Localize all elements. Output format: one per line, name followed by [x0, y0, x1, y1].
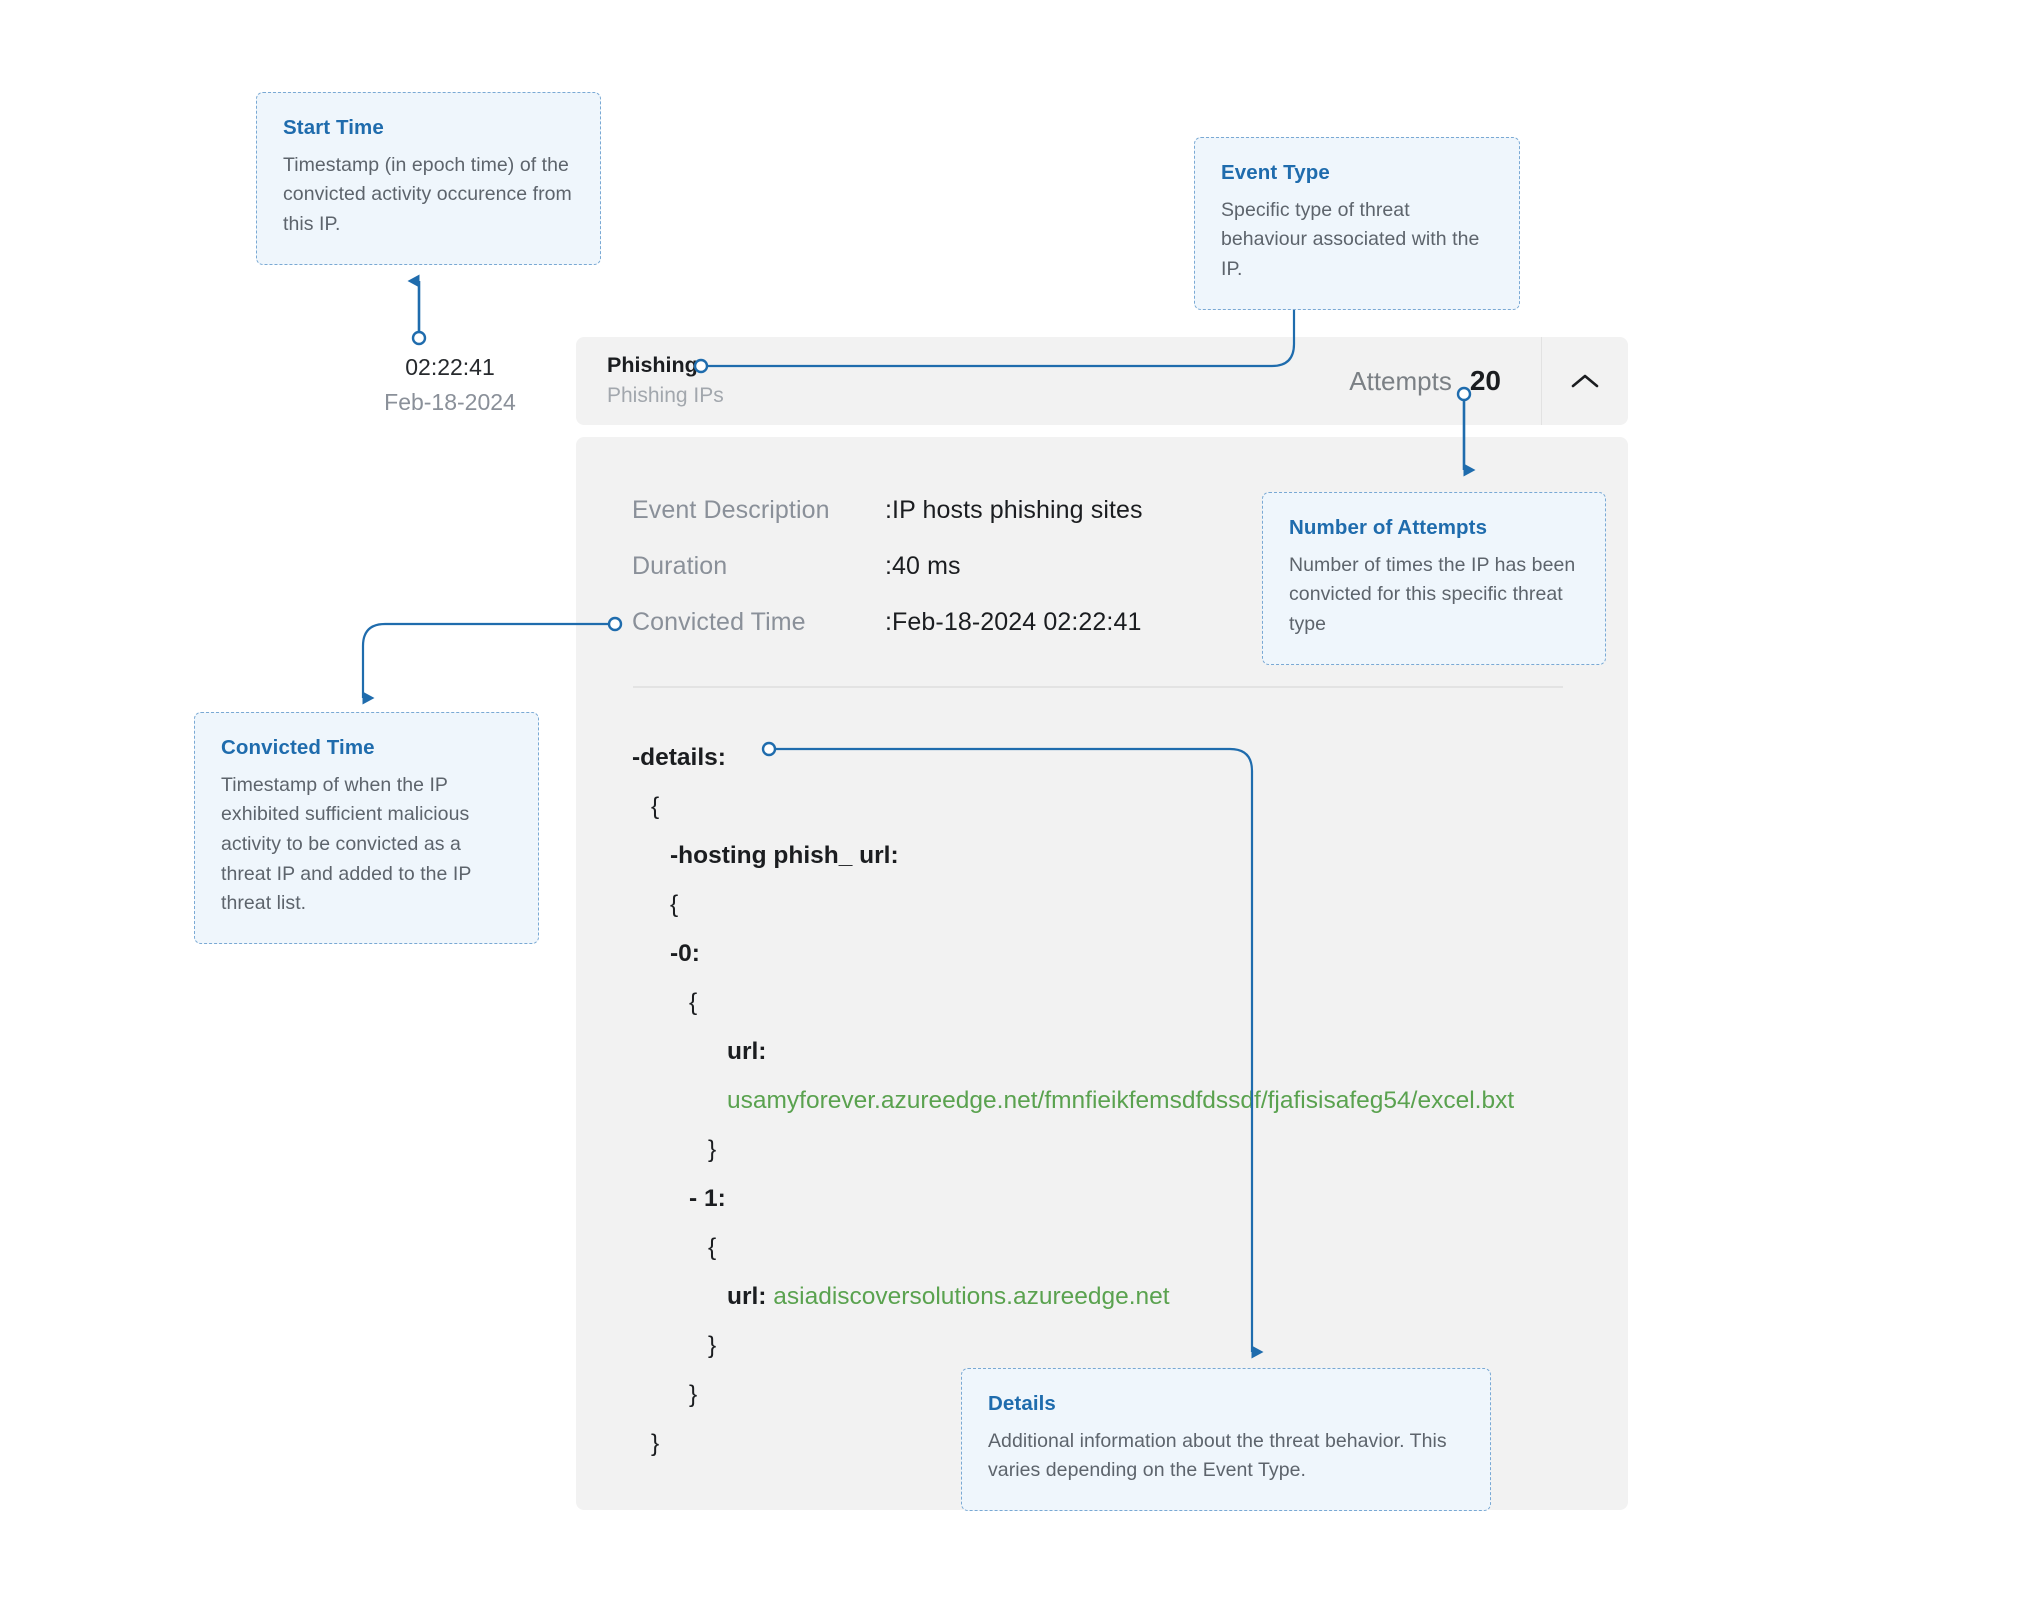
field-label: Duration	[632, 552, 728, 580]
details-tree-line: }	[632, 1419, 1592, 1468]
start-timestamp-date: Feb-18-2024	[384, 388, 516, 415]
wire-start-time	[407, 274, 427, 346]
details-tree-token: }	[708, 1136, 717, 1163]
field-value: :IP hosts phishing sites	[885, 496, 1143, 524]
callout-number-of-attempts: Number of Attempts Number of times the I…	[1262, 492, 1606, 665]
details-tree-key: url:	[727, 1283, 767, 1310]
details-tree-token: {	[670, 891, 679, 918]
section-divider	[633, 686, 1563, 688]
details-tree-line: -0:	[632, 929, 1592, 978]
field-row-event-description: Event Description :IP hosts phishing sit…	[632, 496, 1572, 552]
field-row-duration: Duration :40 ms	[632, 552, 1572, 608]
details-tree-line: url: asiadiscoversolutions.azureedge.net	[632, 1272, 1592, 1321]
field-label: Event Description	[632, 496, 830, 524]
details-tree-line: {	[632, 978, 1592, 1027]
start-timestamp: 02:22:41 Feb-18-2024	[330, 350, 570, 419]
callout-number-of-attempts-body: Number of times the IP has been convicte…	[1289, 553, 1576, 635]
details-tree-line: }	[632, 1125, 1592, 1174]
details-tree-line: }	[632, 1321, 1592, 1370]
callout-event-type-body: Specific type of threat behaviour associ…	[1221, 198, 1480, 280]
callout-start-time: Start Time Timestamp (in epoch time) of …	[256, 92, 601, 265]
callout-start-time-body: Timestamp (in epoch time) of the convict…	[283, 153, 572, 235]
details-tree-token: -0:	[670, 940, 700, 967]
details-tree-line: }	[632, 1370, 1592, 1419]
details-tree-token: {	[689, 989, 698, 1016]
event-header-text-group: Phishing Phishing IPs	[576, 352, 1349, 410]
start-timestamp-time: 02:22:41	[405, 354, 495, 380]
event-card-header[interactable]: Phishing Phishing IPs Attempts 20	[576, 337, 1628, 425]
field-value: :40 ms	[885, 552, 961, 580]
callout-details-body: Additional information about the threat …	[988, 1429, 1447, 1482]
callout-start-time-title: Start Time	[283, 116, 384, 139]
event-field-list: Event Description :IP hosts phishing sit…	[632, 496, 1572, 664]
callout-event-type: Event Type Specific type of threat behav…	[1194, 137, 1520, 310]
details-tree-token: }	[651, 1430, 660, 1457]
details-tree-url: asiadiscoversolutions.azureedge.net	[766, 1283, 1170, 1310]
callout-convicted-time-body: Timestamp of when the IP exhibited suffi…	[221, 773, 472, 915]
details-tree-line: -details:	[632, 733, 1592, 782]
details-tree-token: {	[708, 1234, 717, 1261]
attempts-label: Attempts	[1349, 366, 1452, 396]
event-type-title: Phishing	[607, 352, 698, 377]
details-tree-line: url:	[632, 1027, 1592, 1076]
field-label: Convicted Time	[632, 608, 806, 636]
attempts-group: Attempts 20	[1349, 365, 1541, 397]
details-tree-token: }	[708, 1332, 717, 1359]
details-tree-line: {	[632, 880, 1592, 929]
details-tree-url: usamyforever.azureedge.net/fmnfieikfemsd…	[727, 1087, 1515, 1114]
callout-number-of-attempts-title: Number of Attempts	[1289, 516, 1488, 539]
callout-details-title: Details	[988, 1392, 1056, 1415]
details-tree-token: -details:	[632, 744, 726, 771]
details-tree-line: usamyforever.azureedge.net/fmnfieikfemsd…	[632, 1076, 1592, 1125]
field-row-convicted-time: Convicted Time :Feb-18-2024 02:22:41	[632, 608, 1572, 664]
details-tree-line: - 1:	[632, 1174, 1592, 1223]
chevron-up-icon	[1570, 372, 1600, 390]
callout-event-type-title: Event Type	[1221, 161, 1330, 184]
callout-convicted-time: Convicted Time Timestamp of when the IP …	[194, 712, 539, 944]
event-type-subtitle: Phishing IPs	[607, 383, 724, 407]
details-tree-token: - 1:	[689, 1185, 726, 1212]
details-tree-token: -hosting phish_ url:	[670, 842, 899, 869]
details-tree-token: }	[689, 1381, 698, 1408]
details-tree-line: {	[632, 1223, 1592, 1272]
details-tree-key: url:	[727, 1038, 767, 1065]
callout-details: Details Additional information about the…	[961, 1368, 1491, 1511]
collapse-button[interactable]	[1541, 337, 1628, 425]
field-value: :Feb-18-2024 02:22:41	[885, 608, 1142, 636]
details-json-tree: -details:{-hosting phish_ url:{-0:{url:u…	[632, 733, 1592, 1468]
attempts-value: 20	[1469, 365, 1501, 396]
callout-convicted-time-title: Convicted Time	[221, 736, 375, 759]
details-tree-line: {	[632, 782, 1592, 831]
details-tree-token: {	[651, 793, 660, 820]
details-tree-line: -hosting phish_ url:	[632, 831, 1592, 880]
